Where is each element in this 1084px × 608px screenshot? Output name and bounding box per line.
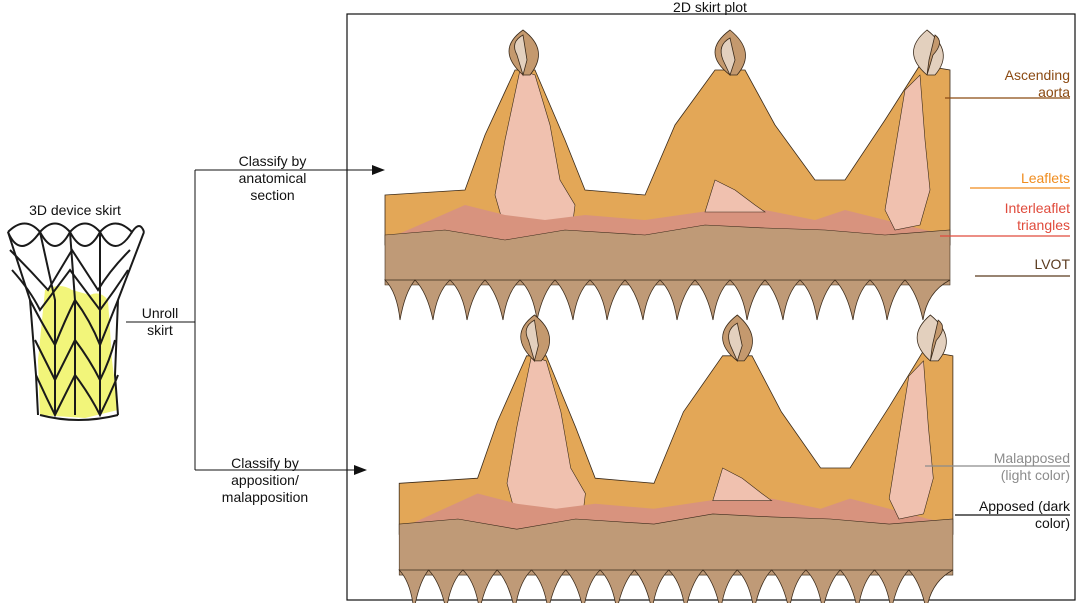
classify-apposition-label: Classify by apposition/ malapposition [221,455,309,505]
arrowheads [354,165,385,475]
legend-leaders-bottom [925,465,1070,516]
skirt-plot-panel [346,13,1076,601]
device-skirt-3d [7,222,145,421]
legend-interleaflet-triangles: Interleaflet triangles [1004,200,1070,233]
skirt-plot-apposition [398,314,954,608]
legend-ascending-aorta: Ascending aorta [1004,67,1070,100]
connectors [126,169,375,471]
skirt-plot-anatomical [384,29,951,321]
device-skirt-title: 3D device skirt [29,202,121,218]
classify-anatomical-label: Classify by anatomical section [238,153,307,203]
legend-malapposed: Malapposed (light color) [993,450,1070,483]
legend-lvot: LVOT [1034,256,1070,272]
stent-frame [7,222,145,421]
legend-apposed: Apposed (dark color) [978,498,1070,531]
legend-leaders-top [940,97,1070,277]
stent-yellow-fill [38,286,118,418]
legend-leaflets: Leaflets [1020,170,1070,186]
panel-title: 2D skirt plot [673,0,747,15]
unroll-skirt-label: Unroll skirt [141,305,179,338]
